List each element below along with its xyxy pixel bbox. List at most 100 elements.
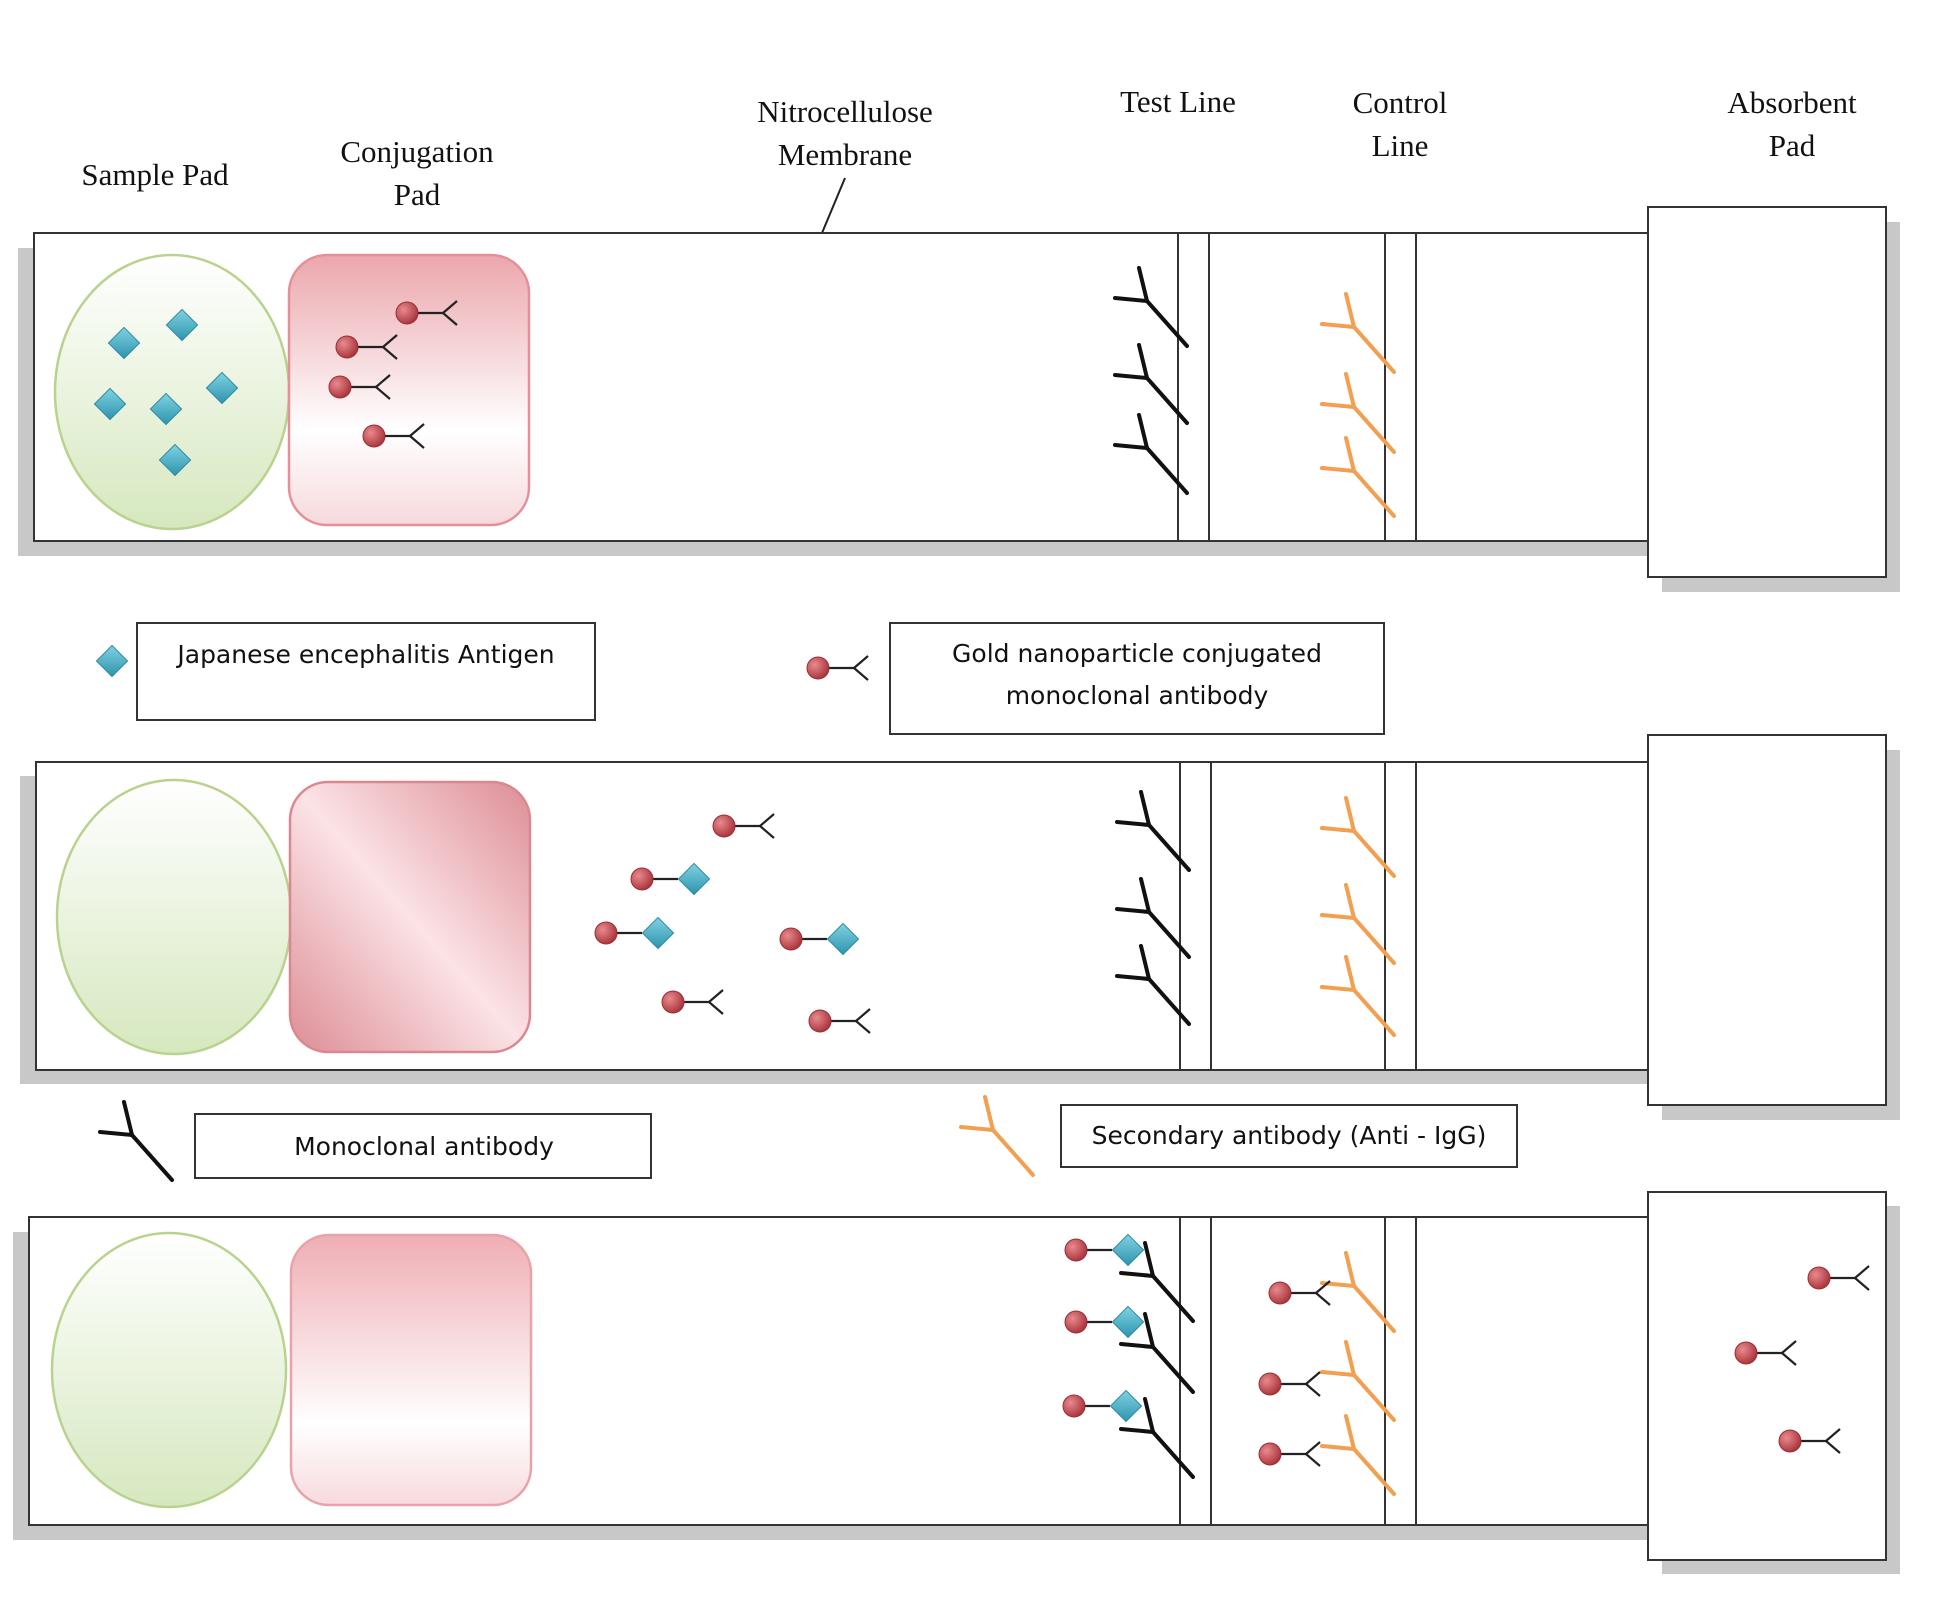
monoclonal-antibody [1115,944,1191,1026]
gold-nanoparticle [328,375,352,399]
monoclonal-antibody [1113,343,1189,425]
strip-3-absorbent-pad [1647,1191,1887,1561]
antigen-diamond [158,443,192,477]
secondary-antibody [1320,1340,1396,1422]
legend-gold-conjugate: Gold nanoparticle conjugated monoclonal … [889,622,1385,735]
monoclonal-antibody [1113,413,1189,495]
label-nitrocellulose-line2: Membrane [778,137,912,172]
strip-2-test-line [1179,761,1212,1071]
label-control-line-line2: Line [1372,128,1429,163]
gold-nanoparticle [1268,1281,1292,1305]
legend-secondary-text: Secondary antibody (Anti - IgG) [1092,1121,1487,1150]
label-absorbent-pad-line1: Absorbent [1727,85,1857,120]
gold-nanoparticle [1062,1394,1086,1418]
gold-nanoparticle [594,921,618,945]
strip-1-sample-pad [53,253,291,531]
gold-nanoparticle [1064,1310,1088,1334]
secondary-antibody [1320,372,1396,454]
legend-gold-text-line2: monoclonal antibody [1006,681,1269,710]
strip-1-conjugation-pad [287,253,531,527]
secondary-antibody [1320,883,1396,965]
gold-nanoparticle [362,424,386,448]
strip-2 [20,734,1900,1120]
strip-3 [13,1191,1900,1574]
gold-conjugate [808,1008,871,1034]
antigen-bound-conjugate [630,862,711,896]
antigen-diamond [677,862,711,896]
strip-3-sample-pad [50,1231,288,1509]
gold-nanoparticle [808,1009,832,1033]
secondary-antibody [1320,292,1396,374]
legend-monoclonal-text: Monoclonal antibody [294,1132,554,1161]
antigen-diamond [641,916,675,950]
antigen-3 [205,371,239,405]
strip-1-absorbent-pad [1647,206,1887,578]
gold-nanoparticle [806,656,830,680]
gold-nanoparticle [712,814,736,838]
legend-monoclonal: Monoclonal antibody [194,1113,652,1179]
label-sample-pad: Sample Pad [81,157,229,192]
antigen-diamond [826,922,860,956]
secondary-antibody [1320,796,1396,878]
gold-nanoparticle [1778,1429,1802,1453]
antigen-4 [93,387,127,421]
antigen-diamond [165,308,199,342]
gold-nanoparticle [1258,1372,1282,1396]
monoclonal-antibody [1115,790,1191,872]
monoclonal-antibody [1119,1397,1195,1479]
gold-conjugate [1778,1428,1841,1454]
strip-1 [18,206,1900,592]
gold-conjugate [806,655,869,681]
molecule-layer [93,266,1870,1496]
antigen-bound-conjugate [1064,1233,1145,1267]
label-absorbent-pad-line2: Pad [1769,128,1816,163]
gold-nanoparticle [661,990,685,1014]
gold-conjugate [335,334,398,360]
gold-conjugate [661,989,724,1015]
legend-antigen: Japanese encephalitis Antigen [136,622,596,721]
antigen-diamond [205,371,239,405]
strip-2-control-line [1384,761,1417,1071]
antigen-bound-conjugate [594,916,675,950]
monoclonal-antibody [1113,266,1189,348]
legend-antigen-text: Japanese encephalitis Antigen [175,640,554,669]
gold-nanoparticle [1734,1341,1758,1365]
antigen-diamond [149,392,183,426]
strip-3-test-line [1179,1216,1212,1526]
legend-secondary: Secondary antibody (Anti - IgG) [1060,1104,1518,1168]
gold-conjugate [1258,1371,1321,1397]
antigen-6 [158,443,192,477]
antigen-diamond [95,644,129,678]
secondary-antibody [1320,955,1396,1037]
gold-conjugate [1734,1340,1797,1366]
gold-conjugate [1807,1265,1870,1291]
gold-nanoparticle [1258,1442,1282,1466]
gold-conjugate [1258,1441,1321,1467]
membrane-pointer-line [821,177,846,234]
strip-2-absorbent-pad [1647,734,1887,1106]
gold-conjugate [362,423,425,449]
legend-secondary-box [1060,1104,1518,1168]
strip-2-conjugation-pad [288,780,532,1054]
label-test-line: Test Line [1120,84,1236,119]
secondary-antibody [1320,436,1396,518]
antigen-diamond [107,326,141,360]
monoclonal-antibody [98,1100,174,1182]
legend-gold-box [889,622,1385,735]
gold-nanoparticle [335,335,359,359]
secondary-antibody [1320,1414,1396,1496]
gold-nanoparticle [1064,1238,1088,1262]
gold-conjugate [395,300,458,326]
antigen-diamond [1111,1305,1145,1339]
strip-3-control-line [1384,1216,1417,1526]
antigen-1 [165,308,199,342]
strip-2-sample-pad [55,778,293,1056]
label-conjugation-pad-line1: Conjugation [340,134,494,169]
gold-nanoparticle [630,867,654,891]
monoclonal-antibody [1119,1241,1195,1323]
antigen-bound-conjugate [1064,1305,1145,1339]
gold-conjugate [712,813,775,839]
label-nitrocellulose-line1: Nitrocellulose [757,94,933,129]
gold-conjugate [328,374,391,400]
